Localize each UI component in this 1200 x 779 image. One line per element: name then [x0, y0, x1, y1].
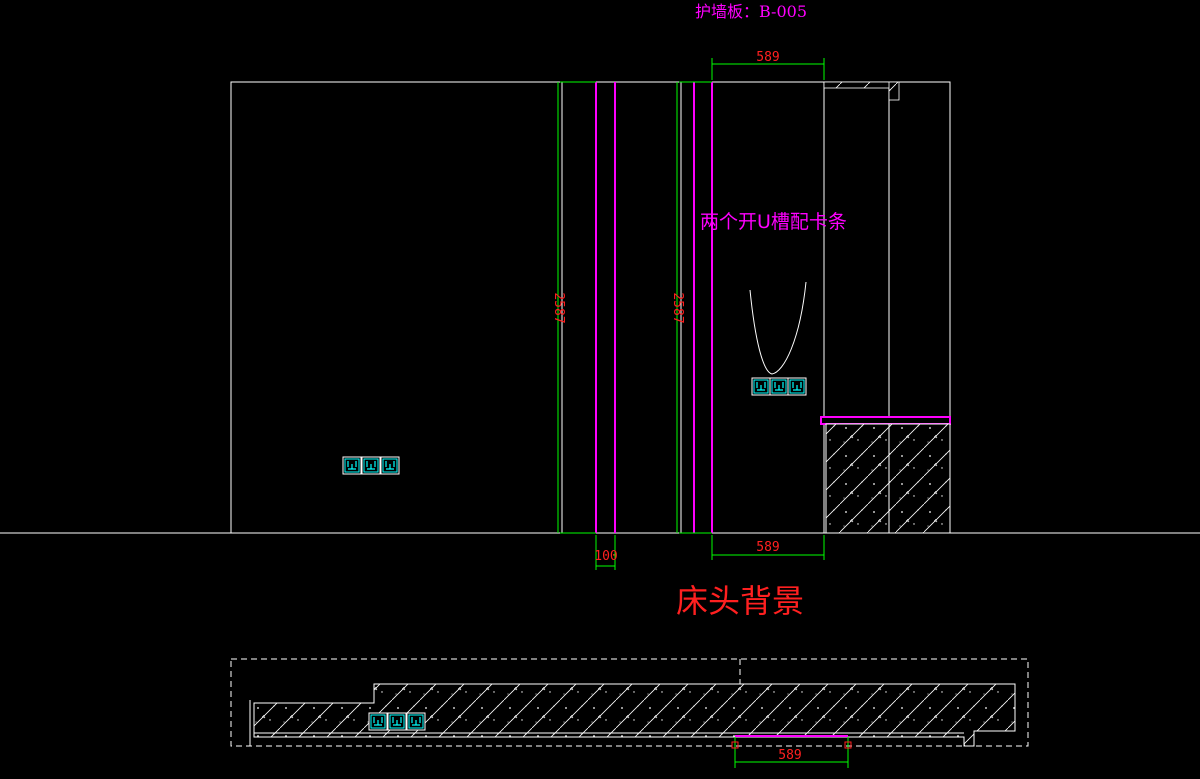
- plan-wall-body: [253, 683, 1016, 747]
- top-moulding: [823, 81, 891, 89]
- panel-title: 护墙板：B-005: [695, 2, 807, 21]
- pendant-lamp-icon: [749, 281, 807, 375]
- plan-dashed-outline: [230, 658, 1029, 747]
- dimension-strip-width-text: 100: [594, 549, 617, 564]
- dimension-strip-width: 100: [594, 535, 618, 570]
- dimension-height-mid: 2587: [670, 81, 712, 534]
- elevation-title: 床头背景: [676, 582, 804, 620]
- dimension-top-width: 589: [711, 50, 825, 80]
- elevation-view: 两个开U槽配卡条 589 589 100 2587: [0, 50, 1200, 570]
- socket-outlet-icon[interactable]: [368, 712, 426, 731]
- dimension-plan-width-text: 589: [778, 748, 801, 763]
- nightstand-top: [820, 416, 951, 425]
- groove-note: 两个开U槽配卡条: [700, 211, 847, 233]
- dimension-height-left-text: 2587: [551, 292, 566, 323]
- plan-view: 589: [230, 658, 1029, 768]
- dimension-plan-width: 589: [731, 737, 852, 768]
- socket-outlet-icon[interactable]: [751, 377, 807, 396]
- dimension-height-mid-text: 2587: [670, 292, 685, 323]
- dimension-bottom-width: 589: [711, 535, 825, 560]
- top-moulding: [888, 81, 900, 101]
- dimension-top-width-text: 589: [756, 50, 779, 65]
- nightstand-body: [825, 423, 951, 534]
- dimension-height-left: 2587: [551, 81, 596, 534]
- socket-outlet-icon[interactable]: [342, 456, 400, 475]
- dimension-bottom-width-text: 589: [756, 540, 779, 555]
